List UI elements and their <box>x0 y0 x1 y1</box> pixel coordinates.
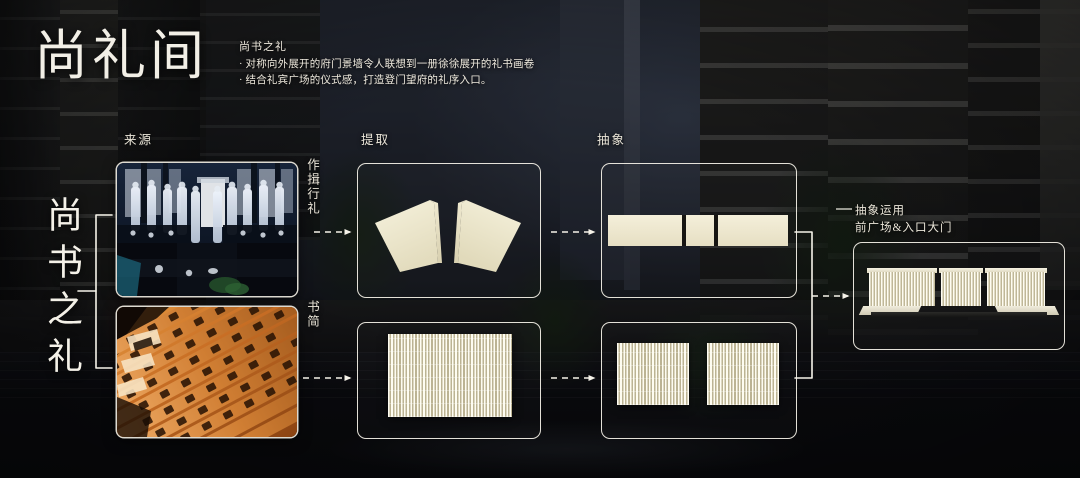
extracted-scroll-shape <box>372 187 524 275</box>
gate-base-shadow <box>871 312 1047 317</box>
slat-horizontal-binding <box>617 343 689 405</box>
column-header-abstract: 抽象 <box>597 133 627 147</box>
description-line: · 结合礼宾广场的仪式感，打造登门望府的礼序入口。 <box>239 75 492 87</box>
extract-frame-scroll <box>357 163 541 298</box>
gate-wall-panel <box>941 272 981 306</box>
tree-foliage <box>500 250 610 390</box>
abstract-wall-band <box>608 215 788 246</box>
description-line: · 对称向外展开的府门景墙令人联想到一册徐徐展开的礼书画卷 <box>239 59 535 70</box>
row-label-bow: 作揖行礼 <box>305 158 319 216</box>
gate-cap <box>867 268 937 273</box>
gate-cap <box>939 268 983 273</box>
gate-wall-panel <box>987 272 1045 306</box>
vertical-title: 尚书之礼 <box>42 196 82 384</box>
bamboo-slips-image <box>117 307 297 437</box>
extracted-slat-panel <box>388 334 512 417</box>
description-block: 尚书之礼 · 对称向外展开的府门景墙令人联想到一册徐徐展开的礼书画卷 · 结合礼… <box>239 38 569 90</box>
building-tower-right-4 <box>1040 0 1080 290</box>
abstract-slat-panel-left <box>617 343 689 405</box>
abstract-frame-band <box>601 163 797 298</box>
apply-title: 抽象运用 <box>855 205 905 217</box>
source-photo-bamboo-slips <box>117 307 297 437</box>
page-title: 尚礼间 <box>34 26 208 86</box>
final-design-frame <box>853 242 1065 350</box>
slat-horizontal-binding <box>388 334 512 417</box>
column-header-extract: 提取 <box>361 133 391 147</box>
ground-reflection <box>324 420 810 478</box>
source-photo-ceremony <box>117 163 297 296</box>
row-label-bamboo-slips: 书简 <box>305 300 319 329</box>
scroll-panels-diagram <box>375 200 521 272</box>
abstract-frame-slats <box>601 322 797 439</box>
entrance-gate-render <box>858 262 1060 330</box>
column-header-apply: 抽象运用 前广场&入口大门 <box>855 203 952 238</box>
ceremony-image <box>117 163 297 296</box>
gate-wall-panel <box>869 272 935 306</box>
gate-cap <box>985 268 1047 273</box>
column-header-source: 来源 <box>124 133 154 147</box>
abstract-band-gap <box>682 215 686 246</box>
abstract-band-gap <box>714 215 718 246</box>
abstract-slat-panel-right <box>707 343 779 405</box>
description-heading: 尚书之礼 <box>239 41 287 53</box>
extract-frame-slats <box>357 322 541 439</box>
slat-horizontal-binding <box>707 343 779 405</box>
apply-subtitle: 前广场&入口大门 <box>855 222 953 235</box>
